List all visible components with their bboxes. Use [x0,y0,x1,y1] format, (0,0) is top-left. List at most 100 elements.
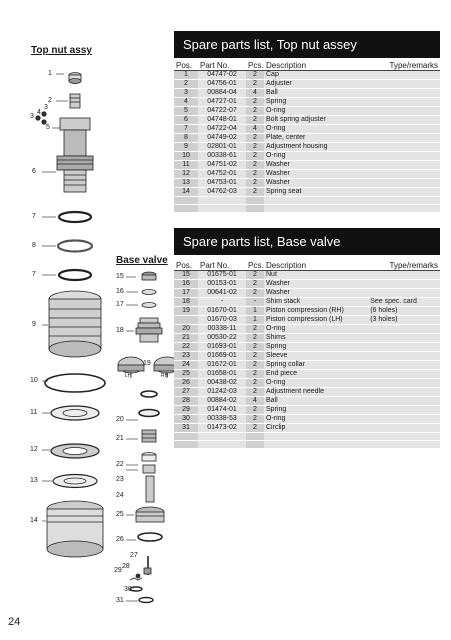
cell-pcs: 4 [246,88,264,98]
cell-type-remarks [370,414,440,424]
callout-8: 8 [32,242,36,249]
part-housing-drawing [48,290,102,358]
cell-part-no: 01693-01 [198,342,246,352]
callout-4: 4 [37,109,41,116]
callout-18: 18 [116,327,124,334]
col-pos: Pos. [174,62,198,71]
part-shim-stack-drawing [135,317,163,343]
callout-12: 12 [30,446,38,453]
callout-31: 31 [116,597,124,604]
cell-description: Piston compression (LH) [264,315,371,325]
part-washers-drawing [44,373,106,489]
cell-type-remarks [360,160,440,170]
cell-part-no: 04762-03 [198,187,246,197]
base-valve-heading: Base valve [116,255,168,266]
page-number: 24 [8,616,21,628]
callout-22: 22 [116,461,124,468]
cell-part-no: 04722-04 [198,124,246,134]
cell-pcs: 2 [246,378,264,388]
cell-pcs: 4 [246,396,264,406]
cell-description: Washer [264,160,361,170]
cell-pcs: 2 [246,423,264,433]
cell-type-remarks [360,124,440,134]
cell-part-no: 01474-01 [198,405,246,415]
cell-part-no: 00530-22 [198,333,246,343]
cell-description: O-ring [264,124,361,134]
part-spring-seat-drawing [46,500,104,558]
cell-pos: 20 [174,324,198,334]
cell-pcs: 2 [246,160,264,170]
part-adjustment-housing-drawing [56,117,94,193]
callout-13: 13 [30,477,38,484]
table-row-empty [174,440,440,449]
cell-description: O-ring [264,151,361,161]
col-type-remarks: Type/remarks [360,62,440,71]
cell-empty [174,204,198,213]
callout-21: 21 [116,435,124,442]
cell-type-remarks [370,333,440,343]
cell-part-no: 00338-11 [198,324,246,334]
cell-pcs: 1 [246,315,264,325]
callout-7: 7 [32,213,36,220]
part-spring-sleeve-drawing [141,429,157,474]
cell-pcs: - [246,297,264,307]
cell-description: Washer [264,178,361,188]
callout-1: 1 [48,70,52,77]
callout-24: 24 [116,492,124,499]
cell-pos: 5 [174,106,198,116]
col-description: Description [264,62,361,71]
cell-part-no: 04756-01 [198,79,246,89]
cell-description: Spring [264,97,361,107]
cell-part-no: 01669-01 [198,351,246,361]
top-nut-parts-title: Spare parts list, Top nut assey [174,31,440,58]
cell-part-no: 04751-02 [198,160,246,170]
cell-pcs: 2 [246,169,264,179]
top-nut-parts-table: Pos. Part No. Pcs. Description Type/rema… [174,62,440,213]
cell-type-remarks: (6 holes) [370,306,440,316]
cell-empty [370,432,440,441]
cell-description: Spring collar [264,360,371,370]
cell-pcs: 2 [246,151,264,161]
cell-pcs: 2 [246,405,264,415]
cell-part-no: 04727-01 [198,97,246,107]
cell-empty [198,204,246,213]
cell-empty [360,196,440,205]
cell-pos: 29 [174,405,198,415]
cell-part-no: 00338-53 [198,414,246,424]
callout-30: 30 [124,586,132,593]
callout-14: 14 [30,517,38,524]
cell-empty [246,196,264,205]
cell-description: Ball [264,88,361,98]
cell-pcs: 2 [246,187,264,197]
callout-25: 25 [116,511,124,518]
cell-pcs: 2 [246,387,264,397]
cell-part-no: 04748-01 [198,115,246,125]
cell-pos: 19 [174,306,198,316]
cell-part-no: 01670-01 [198,306,246,316]
col-part-no: Part No. [198,62,246,71]
callout-23: 23 [116,476,124,483]
cell-type-remarks [370,423,440,433]
cell-type-remarks [360,178,440,188]
callout-3: 3 [30,113,34,120]
cell-type-remarks [360,133,440,143]
cell-description: O-ring [264,378,371,388]
cell-type-remarks [370,288,440,298]
cell-part-no: 01242-03 [198,387,246,397]
callout-29: 29 [114,567,122,574]
cell-type-remarks [370,270,440,280]
cell-part-no: 01675-01 [198,270,246,280]
cell-part-no: 04749-02 [198,133,246,143]
cell-empty [360,204,440,213]
